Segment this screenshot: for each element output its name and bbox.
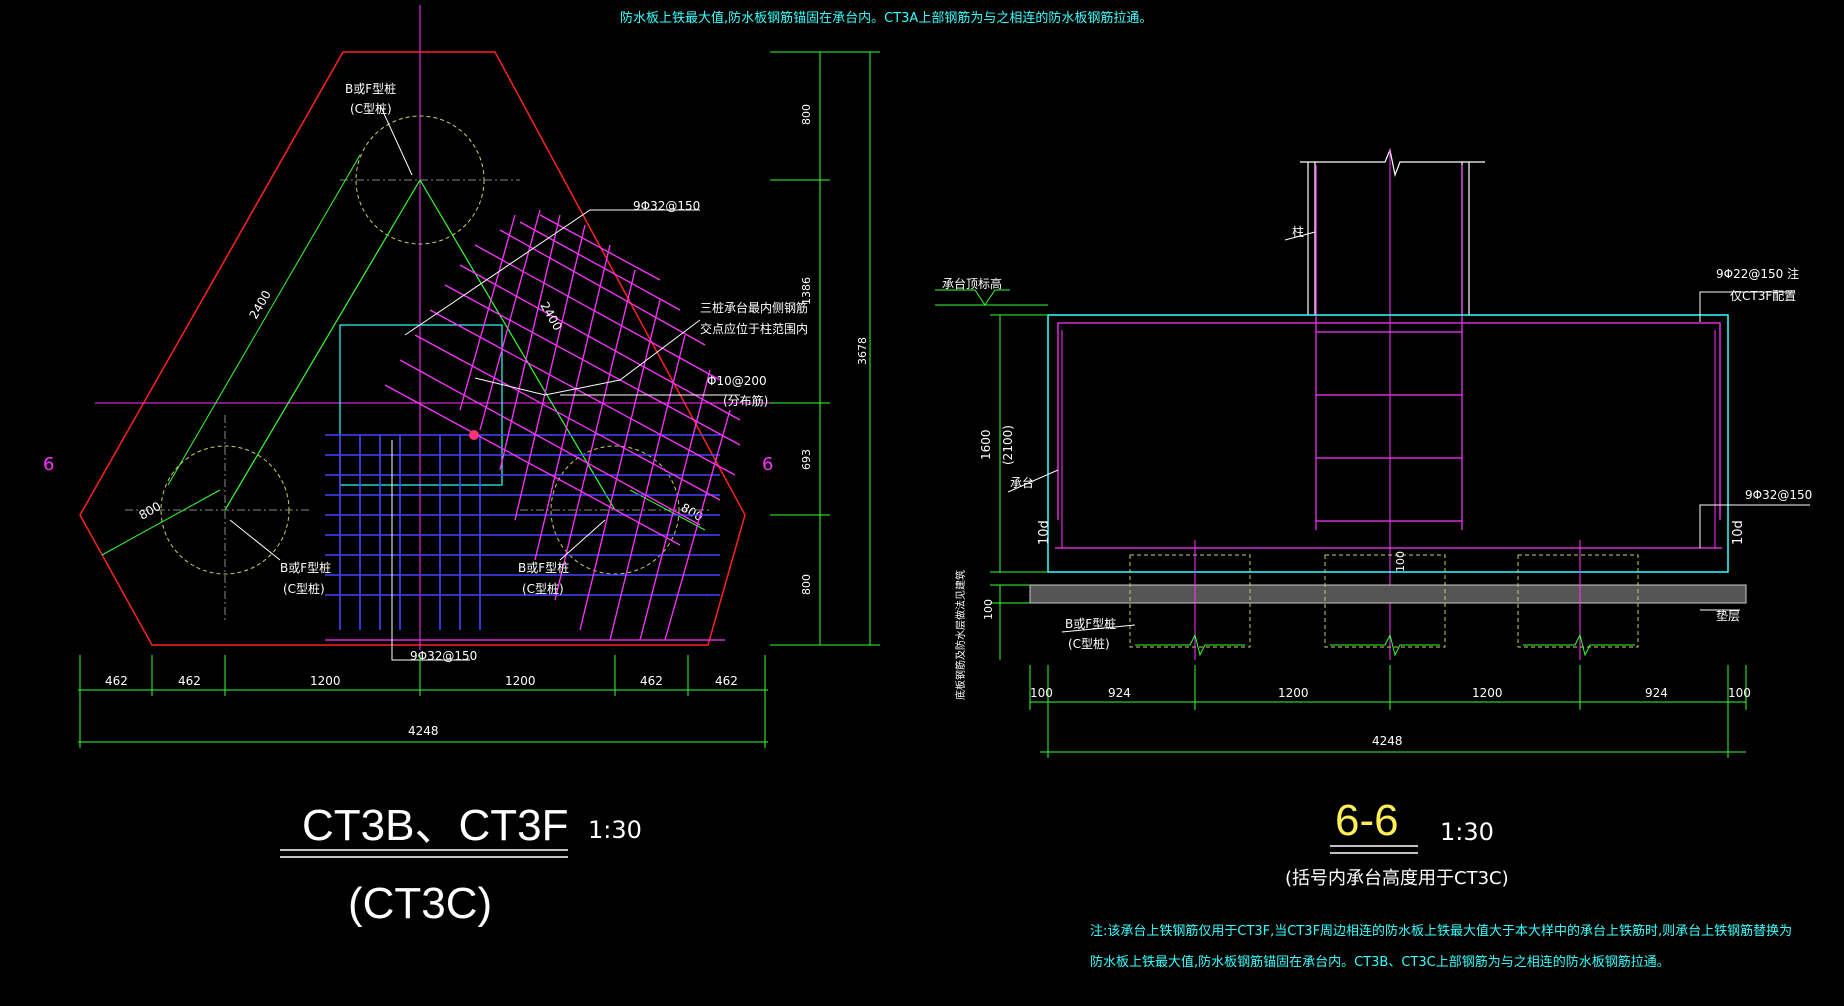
section-height-alt: (2100) [1001,425,1015,465]
section-height-dim: 1600 [979,429,993,460]
scale-left: 1:30 [588,816,642,844]
vertical-dimension-chain [770,51,880,646]
vdim-3: 693 [800,449,813,470]
dim-line-800-left [101,489,221,556]
section-hdim-1: 100 [1030,686,1053,700]
section-hdim-5: 924 [1645,686,1668,700]
section-marker-left: 6 [43,454,54,475]
note-leader [474,319,701,396]
label-cushion: 垫层 [1716,608,1740,623]
section-hdim-3: 1200 [1278,686,1309,700]
label-cap: 承台 [1010,475,1034,490]
rebar-grid-magenta [325,209,741,641]
inner-rebar-note-2: 交点应位于柱范围内 [700,321,808,336]
section-10d-right: 10d [1731,520,1746,545]
hdim-1: 462 [105,674,128,688]
vdim-total: 3678 [856,337,869,365]
title-note-right: (括号内承台高度用于CT3C) [1285,868,1509,889]
column-center-marker [469,430,479,440]
pile-label-left-1: B或F型桩 [280,560,331,575]
pile-breaks [1135,633,1635,657]
pile-centerlines [125,179,710,620]
bottom-note-1: 注:该承台上铁钢筋仅用于CT3F,当CT3F周边相连的防水板上铁最大值大于本大样… [1090,923,1792,939]
rebar-callout-top-2: 仅CT3F配置 [1730,289,1796,303]
horizontal-dimension-chain [78,655,768,748]
section-100-pile: 100 [1394,551,1407,572]
section-100-side: 100 [982,599,995,620]
left-plan-view: 2400 800 800 [43,5,880,928]
hdim-total: 4248 [408,724,439,738]
label-pile-1: B或F型桩 [1065,616,1116,631]
section-marker-right: 6 [762,454,773,475]
pile-leader-right [559,519,606,561]
label-cap-leader [1007,469,1059,493]
column-rebars [1315,165,1463,530]
dim-2400-inner: 2400 [537,300,564,333]
scale-right: 1:30 [1440,818,1494,846]
hdim-2: 462 [178,674,201,688]
rebar-leader-top [404,209,700,336]
pile-label-right-2: (C型桩) [522,581,564,596]
title-main-left: CT3B、CT3F [302,801,568,850]
section-vertical-dims [990,314,1048,660]
hdim-5: 462 [640,674,663,688]
section-hdim-total: 4248 [1372,734,1403,748]
section-hdim-2: 924 [1108,686,1131,700]
rebar-leader-bottom [391,440,470,661]
rebar-callout-bottom: 9Φ32@150 [1745,488,1812,502]
dist-rebar-label-2: (分布筋) [723,393,768,408]
section-hdim-4: 1200 [1472,686,1503,700]
section-10d-left: 10d [1037,520,1052,545]
cap-top-level-symbol [935,289,1010,306]
column-lines [1300,147,1485,315]
label-cap-top: 承台顶标高 [942,276,1002,291]
cap-rebar-outline [1057,322,1721,520]
top-note: 防水板上铁最大值,防水板钢筋锚固在承台内。CT3A上部钢筋为与之相连的防水板钢筋… [620,10,1152,26]
hdim-6: 462 [715,674,738,688]
rebar-callout-top-1: 9Φ22@150 注 [1716,266,1799,281]
dist-rebar-label-1: Φ10@200 [707,374,767,388]
pile-label-right-1: B或F型桩 [518,560,569,575]
label-column-leader [1284,231,1316,241]
pile-label-left-2: (C型桩) [283,581,325,596]
column-outline [339,324,503,486]
hdim-4: 1200 [505,674,536,688]
pile-outlines [1129,554,1639,648]
dim-line-2400-left [167,154,361,486]
label-pile-2: (C型桩) [1068,636,1110,651]
inner-rebar-note-1: 三桩承台最内侧钢筋 [700,300,808,315]
pile-leader-top [379,104,413,176]
label-pile-leader [1061,624,1136,633]
rebar-callout-bottom-leader [1699,504,1810,548]
label-vertical-note: 底板钢筋及防水层做法见建筑 [954,570,967,700]
rebar-label-top: 9Φ32@150 [633,199,700,213]
title-sub-left: (CT3C) [348,879,492,928]
hdim-3: 1200 [310,674,341,688]
cushion-layer [1029,584,1747,604]
rebar-grid-blue [325,434,720,630]
section-horizontal-dims [1029,665,1747,758]
vdim-4: 800 [800,574,813,595]
dim-line-800-right [629,489,706,531]
pile-label-top-1: B或F型桩 [345,81,396,96]
pile-leader-left [229,519,281,561]
dim-800-left: 800 [137,499,164,523]
rebar-label-bottom: 9Φ32@150 [410,649,477,663]
pile-centerlines-section [1194,540,1581,660]
rebar-callout-top-leader [1699,291,1795,322]
bottom-note-2: 防水板上铁最大值,防水板钢筋锚固在承台内。CT3B、CT3C上部钢筋为与之相连的… [1090,954,1670,970]
pile-circle-right [550,445,680,575]
cap-outline [79,51,746,646]
pile-label-top-2: (C型桩) [350,101,392,116]
dim-2400-left: 2400 [246,288,273,321]
pile-connector-left [224,179,421,511]
vdim-1: 800 [800,104,813,125]
section-hdim-6: 100 [1728,686,1751,700]
vdim-2: 1386 [800,277,813,305]
cap-section-outline [1047,314,1729,573]
section-view-6-6: 1600 (2100) 10d 10d 100 100 柱 承台顶标高 承台 垫… [935,147,1812,889]
title-main-right: 6-6 [1335,796,1399,845]
